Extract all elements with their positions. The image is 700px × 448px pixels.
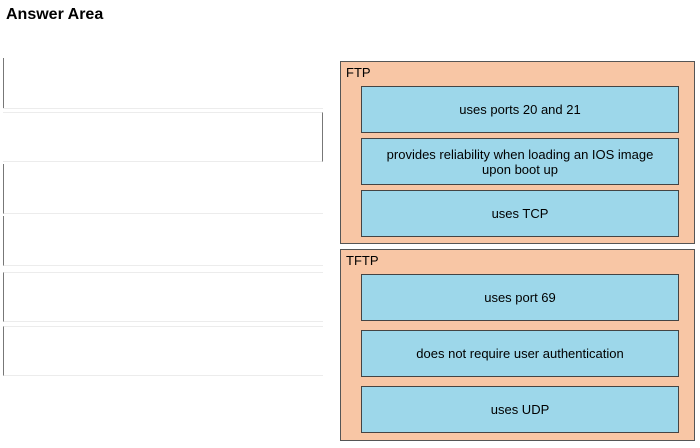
answer-area-title: Answer Area [6, 6, 104, 23]
tftp-target-group[interactable]: TFTP uses port 69 does not require user … [340, 249, 695, 441]
ftp-answer-item-3[interactable]: uses TCP [361, 190, 679, 237]
empty-drag-slot-6[interactable] [3, 326, 323, 376]
drag-source-slots [3, 58, 323, 378]
ftp-answer-item-2[interactable]: provides reliability when loading an IOS… [361, 138, 679, 185]
tftp-answer-item-3[interactable]: uses UDP [361, 386, 679, 433]
tftp-answer-item-2[interactable]: does not require user authentication [361, 330, 679, 377]
empty-drag-slot-3[interactable] [3, 164, 323, 214]
empty-drag-slot-1[interactable] [3, 58, 323, 108]
empty-drag-slot-2[interactable] [3, 112, 323, 162]
empty-drag-slot-4[interactable] [3, 216, 323, 266]
ftp-answer-item-1[interactable]: uses ports 20 and 21 [361, 86, 679, 133]
ftp-group-label: FTP [346, 65, 371, 80]
empty-drag-slot-5[interactable] [3, 272, 323, 322]
ftp-target-group[interactable]: FTP uses ports 20 and 21 provides reliab… [340, 61, 695, 244]
tftp-group-label: TFTP [346, 253, 379, 268]
tftp-answer-item-1[interactable]: uses port 69 [361, 274, 679, 321]
